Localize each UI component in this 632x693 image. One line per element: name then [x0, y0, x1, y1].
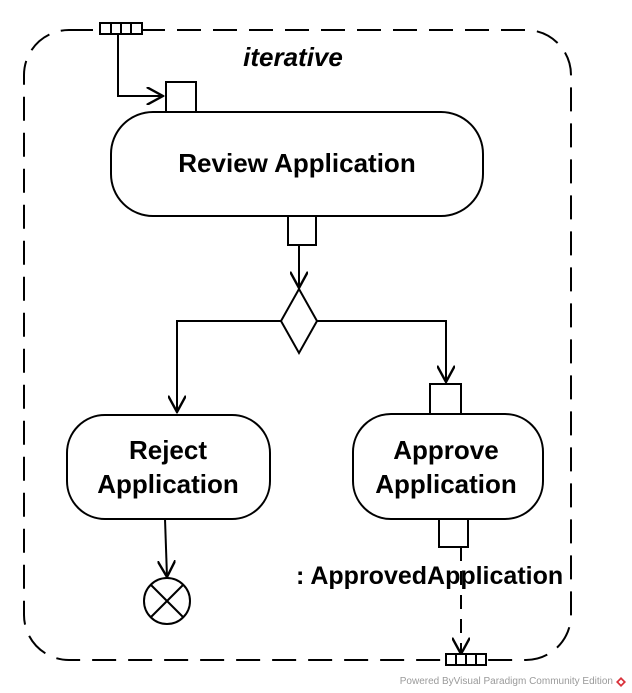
review-output-pin[interactable]: [287, 215, 317, 246]
approve-application-label-2: Application: [375, 469, 517, 499]
flow-final-node[interactable]: [143, 577, 191, 625]
approve-input-pin[interactable]: [429, 383, 462, 415]
region-label: iterative: [243, 42, 343, 72]
reject-application-label-2: Application: [97, 469, 239, 499]
footer-text: Powered ByVisual Paradigm Community Edit…: [399, 676, 613, 687]
iterative-expansion-region[interactable]: [23, 29, 572, 661]
flow-decision-to-reject[interactable]: [177, 320, 281, 412]
output-expansion-node[interactable]: [445, 653, 487, 666]
reject-application-label: Reject: [129, 435, 207, 465]
flow-input-to-review[interactable]: [117, 34, 163, 96]
input-expansion-node[interactable]: [99, 22, 143, 35]
approve-application-label: Approve: [393, 435, 498, 465]
review-input-pin[interactable]: [165, 81, 197, 113]
review-application-label: Review Application: [178, 148, 415, 178]
flow-decision-to-approve[interactable]: [317, 320, 446, 382]
visual-paradigm-logo-icon: [616, 676, 626, 687]
reject-application-action[interactable]: [66, 414, 271, 520]
watermark-footer: Powered ByVisual Paradigm Community Edit…: [400, 676, 626, 687]
flow-reject-to-final[interactable]: [165, 518, 167, 577]
approve-application-action[interactable]: [352, 413, 544, 520]
approve-output-pin[interactable]: [438, 518, 469, 548]
output-pin-label: : ApprovedApplication: [296, 562, 563, 590]
decision-node[interactable]: [279, 286, 319, 356]
